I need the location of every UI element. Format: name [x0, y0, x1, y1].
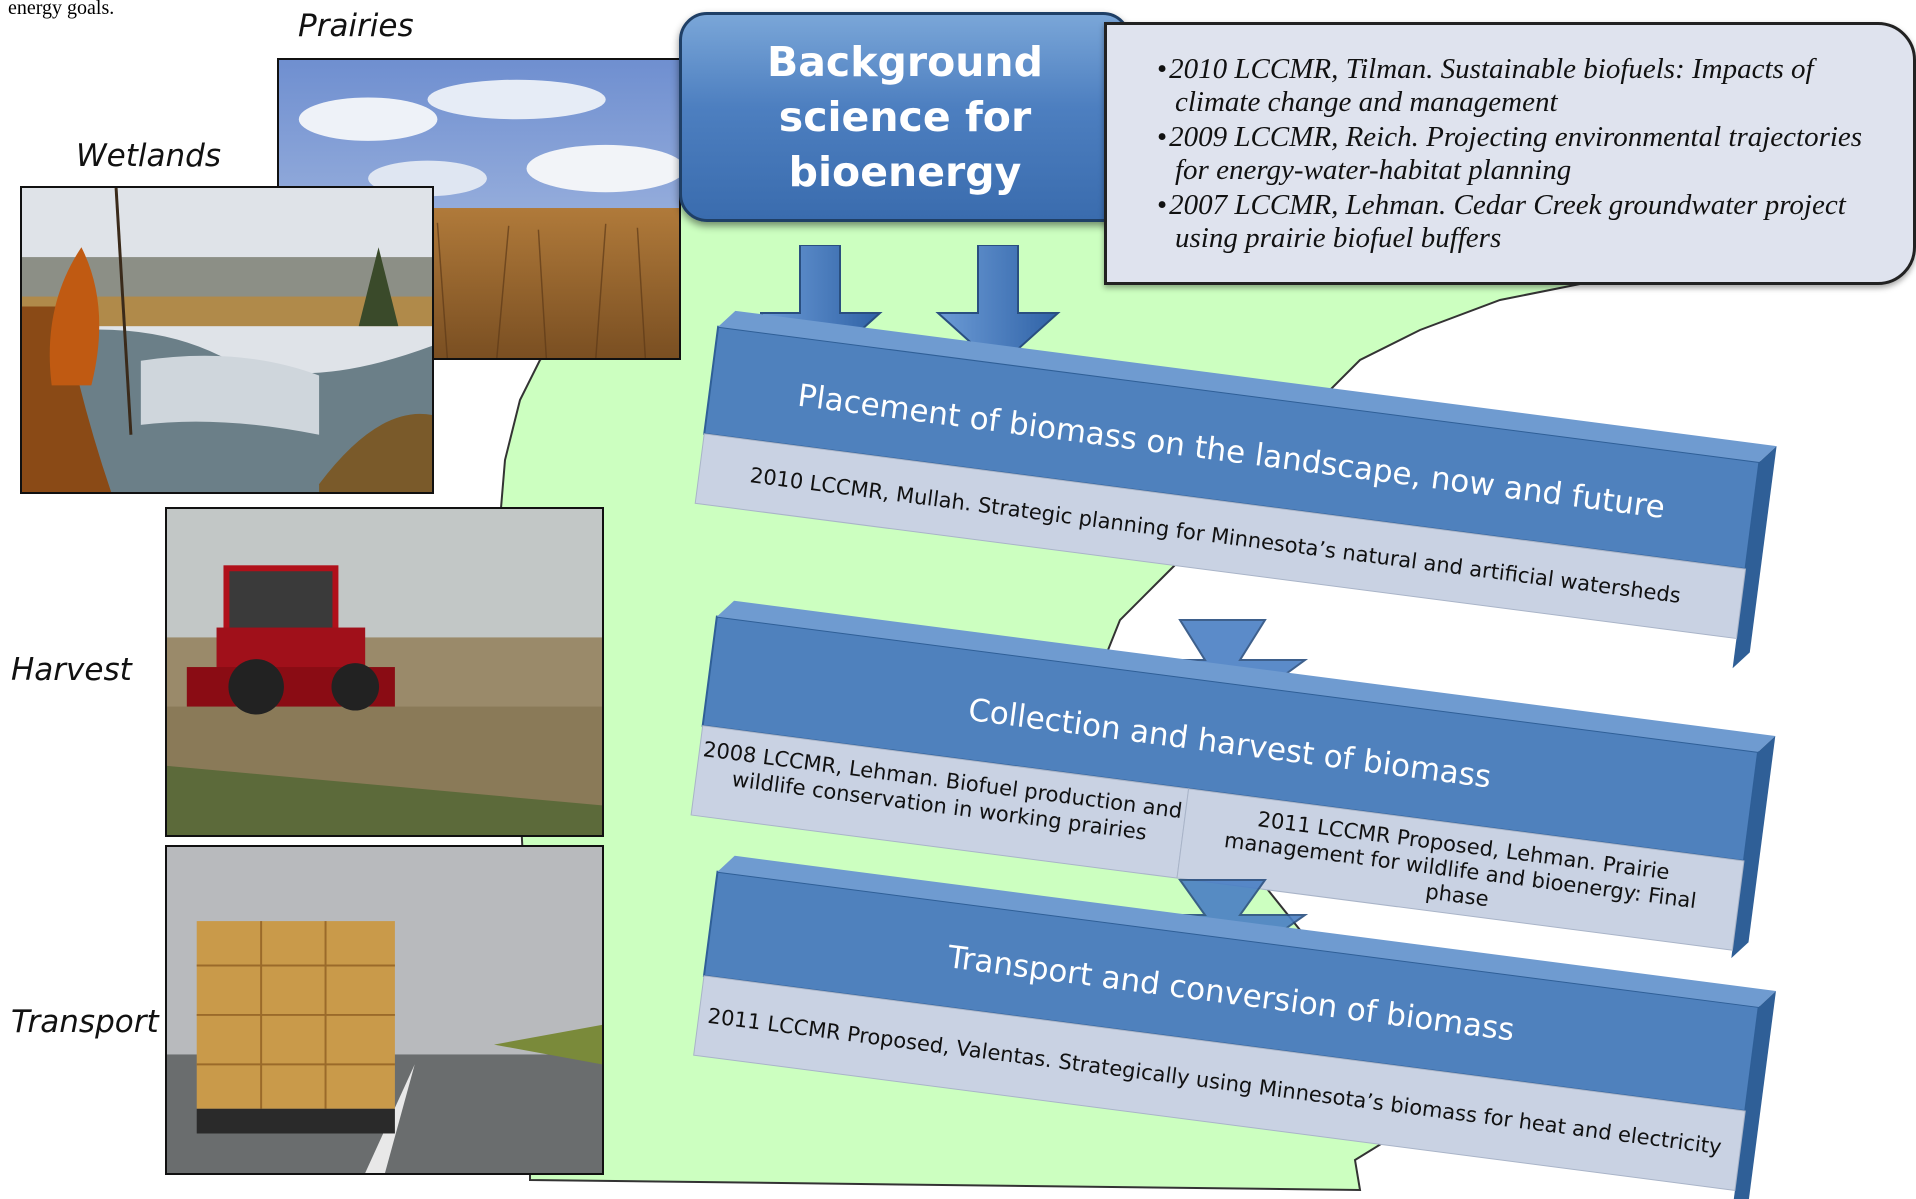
wetlands-label: Wetlands — [76, 138, 221, 174]
stage-1: Placement of biomass on the landscape, n… — [694, 310, 1777, 669]
harvest-label: Harvest — [11, 652, 132, 688]
background-references-box: 2010 LCCMR, Tilman. Sustainable biofuels… — [1104, 22, 1916, 285]
transport-photo — [165, 845, 604, 1175]
background-reference-1: 2010 LCCMR, Tilman. Sustainable biofuels… — [1157, 53, 1873, 119]
background-science-title: Background science for bioenergy — [767, 37, 1043, 196]
harvest-photo — [165, 507, 604, 837]
background-reference-3: 2007 LCCMR, Lehman. Cedar Creek groundwa… — [1157, 189, 1873, 255]
down-arrow-right-icon — [935, 245, 1061, 369]
background-reference-2: 2009 LCCMR, Reich. Projecting environmen… — [1157, 121, 1873, 187]
stage-3: Transport and conversion of biomass 2011… — [693, 855, 1776, 1199]
wetlands-photo — [20, 186, 434, 494]
transport-label: Transport — [11, 1004, 159, 1040]
background-science-box: Background science for bioenergy — [679, 12, 1131, 222]
fragment-text: energy goals. — [8, 0, 115, 19]
prairies-label: Prairies — [298, 8, 414, 44]
